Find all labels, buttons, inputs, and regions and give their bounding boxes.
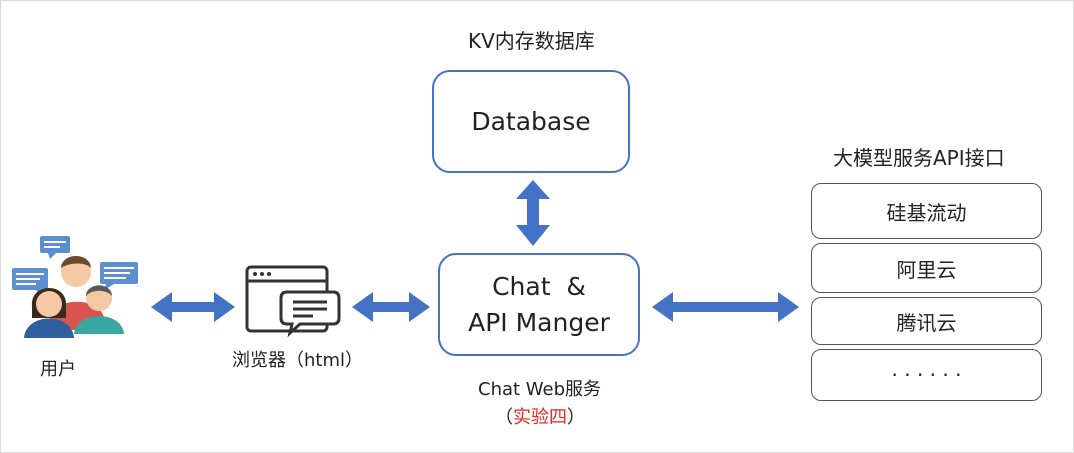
chat-web-service-label: Chat Web服务 bbox=[478, 379, 602, 400]
kv-store-label: KV内存数据库 bbox=[468, 29, 595, 53]
experiment-open-paren: （ bbox=[495, 407, 513, 428]
database-label: Database bbox=[471, 107, 591, 136]
chat-api-manager-box: Chat & API Manger bbox=[438, 253, 640, 356]
arrow-user-browser bbox=[151, 292, 235, 322]
llm-api-label: 大模型服务API接口 bbox=[833, 146, 1005, 170]
database-box: Database bbox=[432, 70, 630, 173]
user-label: 用户 bbox=[40, 359, 76, 380]
provider-label: 腾讯云 bbox=[896, 310, 957, 335]
provider-label: 硅基流动 bbox=[886, 200, 967, 225]
provider-aliyun-box: 阿里云 bbox=[811, 243, 1042, 293]
arrow-chat-providers bbox=[652, 292, 799, 322]
provider-more-box: · · · · · · bbox=[811, 349, 1042, 401]
chat-box-line1: Chat & bbox=[492, 271, 586, 301]
arrow-db-chat bbox=[516, 180, 550, 246]
experiment-label: （实验四） bbox=[495, 403, 585, 429]
arrow-browser-chat bbox=[352, 292, 430, 322]
provider-label: · · · · · · bbox=[891, 363, 962, 387]
experiment-close-paren: ） bbox=[567, 407, 585, 428]
provider-label: 阿里云 bbox=[896, 257, 957, 282]
experiment-name: 实验四 bbox=[513, 407, 567, 428]
provider-tencent-box: 腾讯云 bbox=[811, 297, 1042, 345]
chat-box-line2: API Manger bbox=[468, 307, 610, 337]
browser-label: 浏览器（html） bbox=[232, 350, 364, 371]
provider-siliconflow-box: 硅基流动 bbox=[811, 183, 1042, 239]
